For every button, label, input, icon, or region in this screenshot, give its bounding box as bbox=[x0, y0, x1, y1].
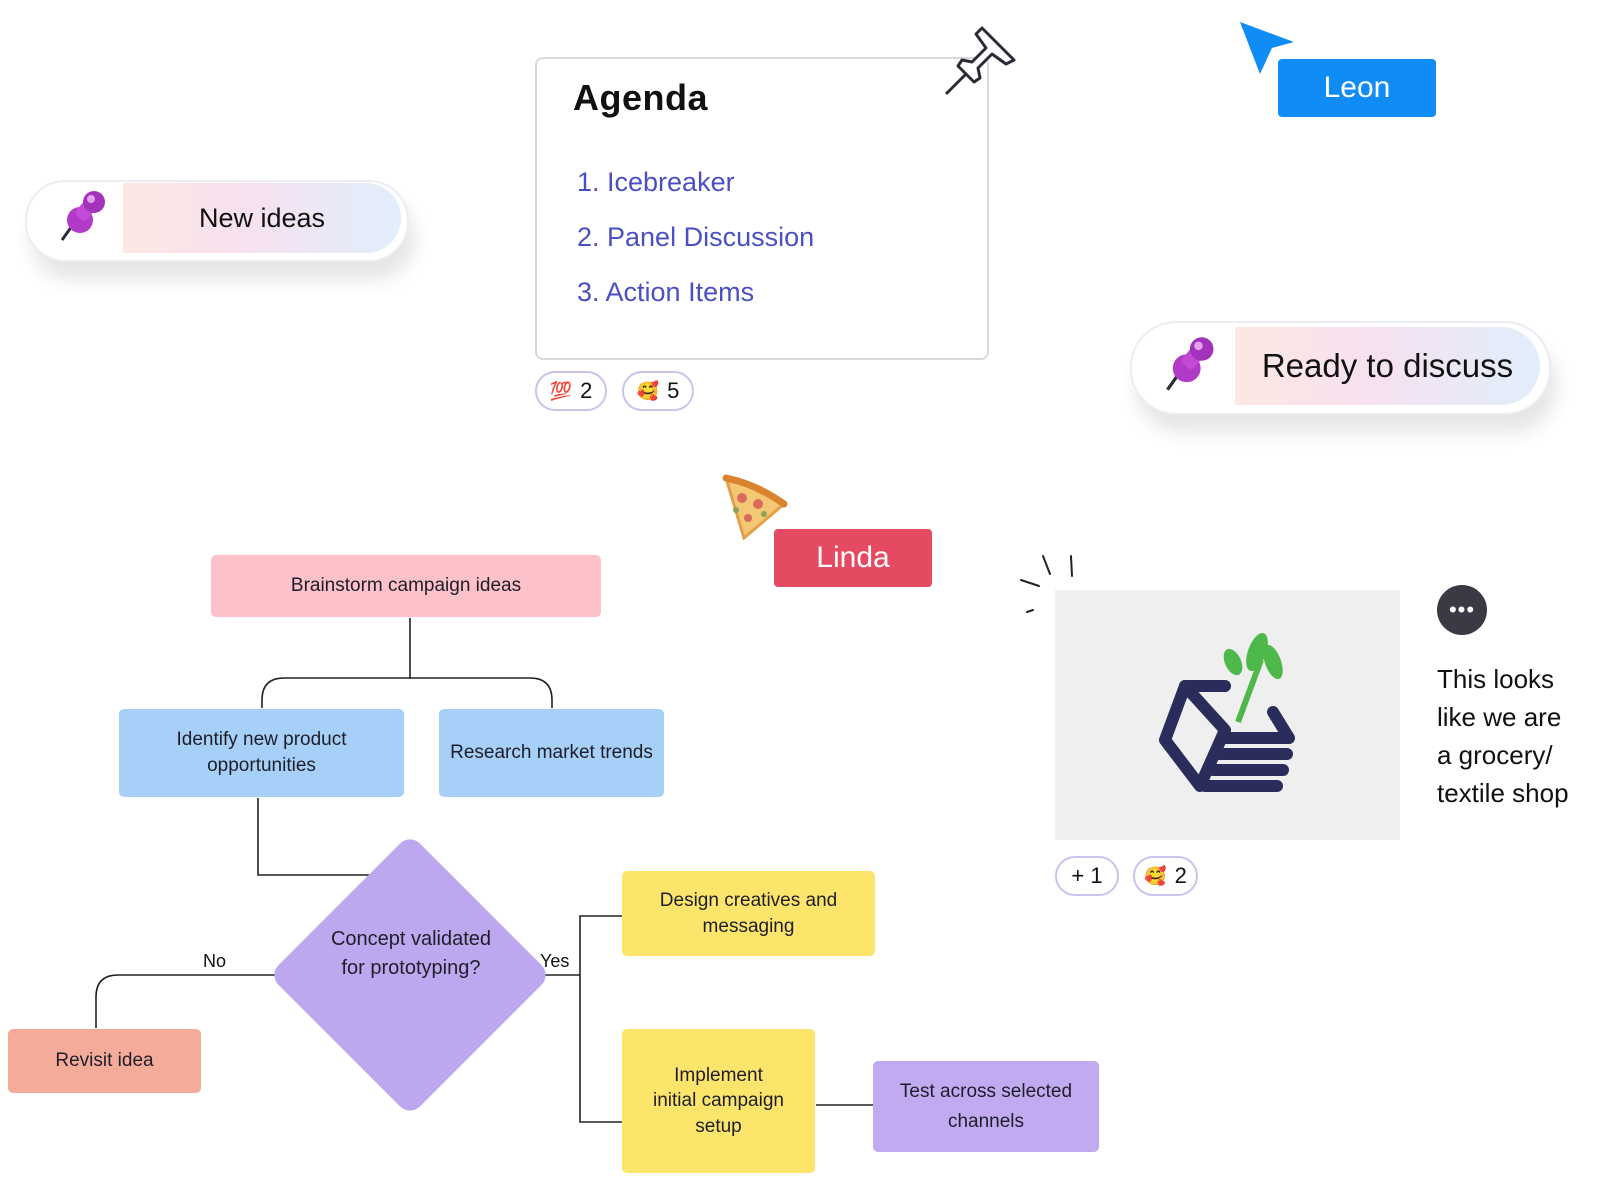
agenda-title: Agenda bbox=[573, 77, 709, 118]
reaction-count: + 1 bbox=[1071, 863, 1103, 888]
reaction-count: 5 bbox=[667, 378, 680, 403]
node-identify-opportunities[interactable]: Identify new product opportunities bbox=[119, 709, 404, 797]
new-ideas-label: New ideas bbox=[123, 183, 401, 253]
agenda-card[interactable]: Agenda 1. Icebreaker 2. Panel Discussion… bbox=[535, 57, 989, 360]
node-brainstorm[interactable]: Brainstorm campaign ideas bbox=[211, 555, 601, 617]
node-revisit-idea[interactable]: Revisit idea bbox=[8, 1029, 201, 1093]
comment-bubble-icon[interactable]: ••• bbox=[1437, 585, 1487, 635]
agenda-item-2: 2. Panel Discussion bbox=[577, 222, 815, 252]
cursor-label-linda: Linda bbox=[774, 529, 932, 587]
node-research-market[interactable]: Research market trends bbox=[439, 709, 664, 797]
grocery-box-logo bbox=[1159, 632, 1295, 792]
reaction-love[interactable]: 🥰 2 bbox=[1133, 856, 1198, 896]
image-card[interactable] bbox=[1055, 590, 1400, 840]
smiling-hearts-icon: 🥰 bbox=[1144, 865, 1167, 886]
pushpin-purple-icon bbox=[60, 191, 105, 241]
ready-to-discuss-label: Ready to discuss bbox=[1235, 327, 1540, 405]
pushpin-icon bbox=[944, 26, 1016, 96]
hundred-icon: 💯 bbox=[549, 380, 573, 401]
agenda-item-1: 1. Icebreaker bbox=[577, 167, 735, 197]
cursor-label-leon: Leon bbox=[1278, 59, 1436, 117]
smiling-hearts-icon: 🥰 bbox=[636, 380, 660, 401]
spark-lines-icon bbox=[1020, 555, 1073, 613]
node-implement-setup[interactable]: Implement initial campaign setup bbox=[622, 1029, 815, 1173]
reaction-plus-one[interactable]: + 1 bbox=[1055, 856, 1119, 896]
node-design-creatives[interactable]: Design creatives and messaging bbox=[622, 871, 875, 956]
reaction-love[interactable]: 🥰 5 bbox=[622, 371, 694, 411]
edge-label-yes: Yes bbox=[540, 951, 570, 971]
decision-label: Concept validated for prototyping? bbox=[330, 928, 492, 979]
cursor-arrow-icon bbox=[1240, 22, 1294, 74]
node-test-channels[interactable]: Test across selected channels bbox=[873, 1061, 1099, 1152]
pizza-icon bbox=[722, 474, 788, 541]
agenda-item-3: 3. Action Items bbox=[577, 277, 755, 307]
reaction-hundred[interactable]: 💯 2 bbox=[535, 371, 607, 411]
edge-label-no: No bbox=[203, 951, 227, 971]
reaction-count: 2 bbox=[1174, 863, 1187, 888]
comment-text: This looks like we are a grocery/ textil… bbox=[1437, 664, 1569, 808]
pushpin-purple-icon bbox=[1166, 337, 1214, 391]
reaction-count: 2 bbox=[580, 378, 593, 403]
